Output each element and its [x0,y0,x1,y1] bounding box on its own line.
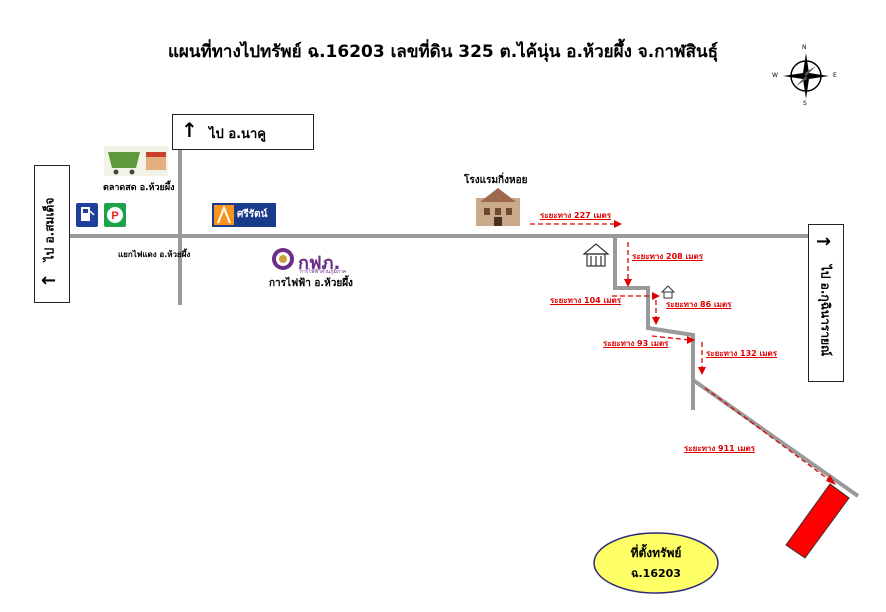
market-label: ตลาดสด อ.ห้วยผึ้ง [103,183,175,193]
distance-label-86: ระยะทาง 86 เมตร [666,300,732,309]
pt-station-icon: P [104,203,126,227]
direction-east-box: → ไป อ.กุฉินารายณ์ [808,224,844,382]
compass-e-label: E [833,72,837,79]
pea-logo-icon [272,248,294,270]
soi-road [613,236,695,410]
distance-label-208: ระยะทาง 208 เมตร [632,252,704,261]
arrow-right-icon: → [816,231,832,252]
property-label: ที่ตั้งทรัพย์ [630,546,682,560]
svg-text:P: P [111,210,118,222]
small-house-icon [660,285,676,299]
gas-station-icon [76,203,98,227]
pea-logo-subtext: การไฟฟ้าส่วนภูมิภาค [300,269,347,275]
route-arrows [530,223,833,483]
map-title: แผนที่ทางไปทรัพย์ ฉ.16203 เลขที่ดิน 325 … [167,42,719,62]
route-arrowheads [614,220,836,485]
arrow-up-icon: ↑ [181,118,198,142]
direction-west-box: ไป อ.สมเด็จ ← [34,165,70,303]
property-callout [593,532,719,594]
market-icon [104,146,168,176]
distance-label-93: ระยะทาง 93 เมตร [603,339,669,348]
property-deed: ฉ.16203 [631,567,681,580]
pea-label: การไฟฟ้า อ.ห้วยผึ้ง [269,278,353,289]
intersection-label: แยกไฟแดง อ.ห้วยผึ้ง [118,250,191,259]
hotel-icon [476,188,520,226]
property-parcel [785,483,850,559]
direction-north-box: ↑ ไป อ.นาคู [172,114,314,150]
compass-s-label: S [803,100,807,107]
pea-logo-text: กฟภ. [298,253,341,274]
shop-logo-text: ศรีรัตน์ [237,209,268,220]
distance-label-911: ระยะทาง 911 เมตร [684,444,756,453]
house-icon [582,243,610,267]
hotel-label: โรงแรมกิ่งหอย [464,175,528,186]
direction-east-label: ไป อ.กุฉินารายณ์ [818,264,833,357]
arrow-left-icon: ← [41,270,57,291]
direction-west-label: ไป อ.สมเด็จ [42,197,57,262]
direction-north-label: ไป อ.นาคู [209,127,266,142]
compass-n-label: N [802,44,807,51]
distance-label-132: ระยะทาง 132 เมตร [706,349,778,358]
distance-label-227: ระยะทาง 227 เมตร [540,211,612,220]
distance-label-104: ระยะทาง 104 เมตร [550,296,622,305]
compass-rose-icon [783,53,829,99]
compass-w-label: W [772,72,778,79]
shop-sign-icon [212,203,276,227]
diagonal-road [691,378,860,498]
